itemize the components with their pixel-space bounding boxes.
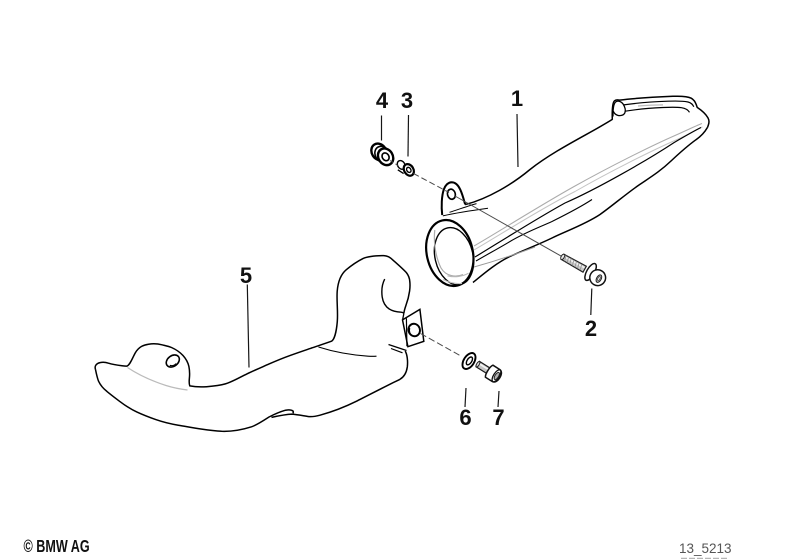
svg-text:6: 6	[459, 405, 471, 430]
svg-text:7: 7	[492, 405, 504, 430]
svg-text:1: 1	[511, 86, 523, 111]
svg-text:4: 4	[376, 88, 389, 113]
svg-text:2: 2	[585, 316, 597, 341]
svg-text:3: 3	[401, 88, 413, 113]
svg-text:5: 5	[240, 263, 252, 288]
svg-text:© BMW AG: © BMW AG	[24, 537, 90, 557]
svg-text:13_5213: 13_5213	[679, 541, 732, 556]
